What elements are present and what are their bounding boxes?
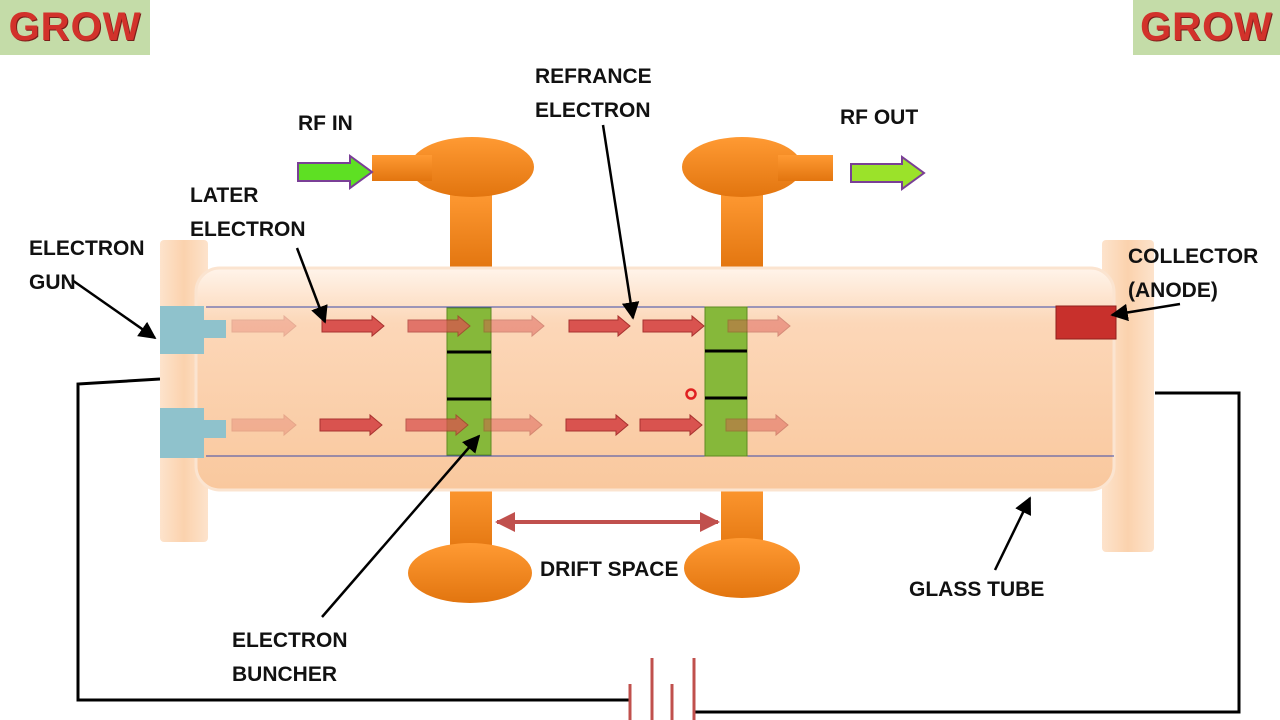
refrance-electron-label-line2: ELECTRON bbox=[535, 99, 651, 122]
cursor-marker bbox=[685, 388, 697, 400]
grow-logo-left: GROW bbox=[0, 0, 150, 55]
rf-out-arrow bbox=[850, 155, 926, 191]
electron-arrow bbox=[725, 413, 789, 437]
electron-arrow bbox=[483, 314, 545, 338]
buncher-cavity-bottom bbox=[408, 543, 532, 603]
rf-in-label: RF IN bbox=[298, 112, 353, 135]
collector-label-line2: (ANODE) bbox=[1128, 279, 1218, 302]
catcher-cavity-top bbox=[682, 137, 833, 197]
electron-gun-label-line1: ELECTRON bbox=[29, 237, 145, 260]
electron-arrow bbox=[405, 413, 469, 437]
battery-icon bbox=[628, 658, 696, 720]
electron-arrow bbox=[231, 413, 297, 437]
catcher-cavity-bottom bbox=[684, 538, 800, 598]
electron-gun-lower bbox=[160, 408, 226, 458]
buncher-cavity-stem-bottom bbox=[450, 480, 492, 555]
collector-label-line1: COLLECTOR bbox=[1128, 245, 1259, 268]
grow-logo-right: GROW bbox=[1133, 0, 1280, 55]
later-electron-label-line2: ELECTRON bbox=[190, 218, 306, 241]
electron-buncher-label-line2: BUNCHER bbox=[232, 663, 337, 686]
drift-space-label: DRIFT SPACE bbox=[540, 558, 679, 581]
rf-out-label: RF OUT bbox=[840, 106, 919, 129]
buncher-cavity-top bbox=[372, 137, 534, 197]
rf-in-arrow bbox=[297, 154, 374, 190]
electron-arrow bbox=[642, 314, 705, 338]
circuit-wire bbox=[76, 377, 1241, 714]
glass-tube bbox=[194, 266, 1116, 492]
electron-arrow bbox=[727, 314, 791, 338]
electron-buncher-label-line1: ELECTRON bbox=[232, 629, 348, 652]
collector-anode bbox=[1055, 305, 1117, 340]
catcher-grid bbox=[704, 306, 748, 457]
electron-arrow bbox=[321, 314, 385, 338]
buncher-cavity-stem-top bbox=[450, 190, 492, 270]
electron-arrow bbox=[565, 413, 629, 437]
electron-beam-front bbox=[405, 314, 791, 437]
glass-tube-label: GLASS TUBE bbox=[909, 578, 1045, 601]
electron-beam bbox=[231, 314, 705, 437]
catcher-cavity-stem-top bbox=[721, 190, 763, 270]
electron-arrow bbox=[639, 413, 703, 437]
refrance-electron-label-line1: REFRANCE bbox=[535, 65, 652, 88]
pointer-arrows bbox=[71, 124, 1181, 618]
later-electron-label-line1: LATER bbox=[190, 184, 259, 207]
electron-arrow bbox=[231, 314, 297, 338]
electron-arrow bbox=[319, 413, 383, 437]
electron-arrow bbox=[407, 314, 471, 338]
electron-arrow bbox=[568, 314, 631, 338]
electron-arrow bbox=[483, 413, 543, 437]
electron-gun-label-line2: GUN bbox=[29, 271, 76, 294]
electron-gun-upper bbox=[160, 306, 226, 354]
